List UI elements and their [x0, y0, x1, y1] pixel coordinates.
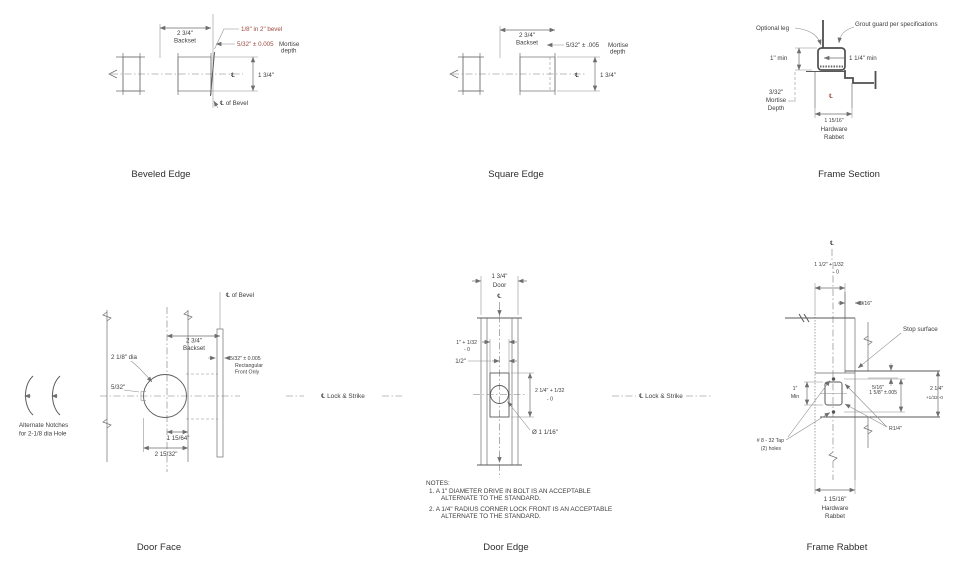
door-edge-drawing: 1 3/4" Door ℄ 1" + 1/32 - 0 1/2" 2 1/4" …: [455, 273, 564, 553]
tolerance-1-dim: 1" + 1/32: [456, 340, 477, 346]
frame-min-width: 1 1/4" min: [849, 55, 877, 62]
square-depth-word: depth: [610, 49, 626, 56]
dim-9-16: 9/16": [860, 301, 872, 307]
center-dim-label: 1 15/64": [167, 435, 190, 442]
dim-1-5-8: 1 5/8" ±.005: [869, 390, 897, 396]
frame-centerline-symbol: ℄: [829, 93, 833, 100]
front-label-2: Front Only: [235, 370, 260, 376]
corner-radius-label: R1/4": [889, 426, 902, 432]
frame-rabbet-dim: 1 15/16": [824, 118, 843, 124]
square-backset-label: Backset: [516, 40, 538, 47]
frame-min-height: 1" min: [770, 55, 788, 62]
square-thickness-dim: 1 3/4": [600, 72, 616, 79]
door-face-drawing: Alternate Notches for 2-1/8 dia Hole ℄ o…: [19, 292, 263, 553]
beveled-depth-word: depth: [281, 48, 297, 55]
frame-mortise-dim: 3/32": [769, 89, 783, 96]
frame-hardware-word: Hardware: [821, 126, 848, 133]
rabbet-bottom-dim: 1 15/16": [824, 496, 847, 503]
rabbet-top-tolerance-minus: - 0: [833, 270, 839, 276]
notes-block: NOTES: 1. A 1" DIAMETER DRIVE IN BOLT IS…: [426, 480, 612, 520]
alt-notches-label-1: Alternate Notches: [19, 422, 68, 429]
square-edge-linework: [449, 26, 600, 95]
rabbet-rabbet-word: Rabbet: [825, 513, 845, 520]
frame-section-drawing: Optional leg Grout guard per specificati…: [756, 20, 938, 180]
alternate-notches-symbol: [24, 375, 61, 416]
square-edge-drawing: 2 3/4" Backset 5/32" ± .005 Mortise dept…: [449, 26, 629, 180]
frame-rabbet-linework: [785, 249, 941, 494]
tap-hole-top: [831, 377, 836, 381]
square-mortise-dim: 5/32" ± .005: [566, 42, 600, 49]
note-2-line-1: 2. A 1/4" RADIUS CORNER LOCK FRONT IS AN…: [429, 506, 612, 513]
frame-rabbet-word: Rabbet: [824, 134, 844, 141]
note-1-line-1: 1. A 1" DIAMETER DRIVE IN BOLT IS AN ACC…: [429, 488, 591, 495]
min-dim-word: Min: [791, 394, 799, 400]
lock-strike-right-label: ℄ Lock & Strike: [639, 393, 683, 400]
door-word: Door: [493, 282, 506, 289]
beveled-backset-dim: 2 3/4": [177, 30, 193, 37]
frame-mortise-word: Mortise: [766, 97, 787, 104]
tap-hole-bottom: [831, 410, 836, 414]
edge-dim-label: 2 15/32": [155, 451, 178, 458]
tolerance-1-minus: - 0: [464, 347, 470, 353]
tap-label-1: # 8 - 32 Tap: [757, 438, 784, 444]
min-dim-value: 1": [793, 386, 798, 392]
half-dim-label: 1/2": [455, 358, 466, 365]
note-1-line-2: ALTERNATE TO THE STANDARD.: [441, 495, 541, 502]
square-centerline-symbol: ℄: [575, 72, 579, 79]
bolt-hole-dia-label: Ø 1 1/16": [532, 429, 558, 436]
lock-strike-left: ℄ Lock & Strike: [286, 393, 402, 400]
caption-frame-rabbet: Frame Rabbet: [807, 542, 868, 553]
door-edge-centerline-symbol: ℄: [498, 293, 502, 300]
tolerance-2-minus: - 0: [547, 397, 553, 403]
alt-notches-label-2: for 2-1/8 dia Hole: [19, 431, 67, 438]
beveled-mortise-dim: 5/32" ± 0.005: [237, 41, 274, 48]
caption-door-edge: Door Edge: [483, 542, 528, 553]
square-backset-dim: 2 3/4": [519, 32, 535, 39]
rabbet-top-tolerance: 1 1/2" + 1/32: [814, 262, 844, 268]
beveled-mortise-word: Mortise: [279, 41, 300, 48]
notch-dim-label: 5/32": [111, 384, 125, 391]
dim-5-16: 5/16": [872, 385, 884, 391]
dim-2-1-4-tolerance: +1/32 -0: [926, 395, 943, 400]
caption-frame-section: Frame Section: [818, 169, 880, 180]
caption-square-edge: Square Edge: [488, 169, 543, 180]
beveled-cl-of-bevel: ℄ of Bevel: [220, 100, 248, 107]
optional-leg-label: Optional leg: [756, 25, 790, 32]
front-label-1: Rectangular: [235, 363, 263, 369]
lock-strike-left-label: ℄ Lock & Strike: [321, 393, 365, 400]
beveled-thickness-dim: 1 3/4": [258, 72, 274, 79]
grout-guard-label: Grout guard per specifications: [855, 21, 938, 28]
door-edge-linework: [468, 276, 534, 478]
door-face-cl-of-bevel: ℄ of Bevel: [226, 292, 254, 299]
lock-strike-right: ℄ Lock & Strike: [612, 393, 712, 400]
frame-section-linework: [788, 20, 877, 118]
rabbet-centerline-symbol: ℄: [830, 240, 834, 247]
door-face-backset-label: Backset: [183, 345, 205, 352]
caption-door-face: Door Face: [137, 542, 181, 553]
rabbet-hardware-word: Hardware: [822, 505, 849, 512]
tolerance-2-dim: 2 1/4" + 1/32: [535, 388, 565, 394]
frame-rabbet-drawing: ℄ 1 1/2" + 1/32 - 0 9/16" Stop surface 5…: [757, 240, 944, 553]
door-width-dim: 1 3/4": [492, 273, 508, 280]
beveled-edge-linework: [108, 14, 258, 109]
frame-depth-word: Depth: [768, 105, 785, 112]
caption-beveled-edge: Beveled Edge: [131, 169, 190, 180]
lock-front-plate: [489, 372, 510, 418]
door-face-backset-dim: 2 3/4": [186, 338, 202, 345]
hole-diameter-label: 2 1/8" dia: [111, 354, 137, 361]
stop-surface-label: Stop surface: [903, 326, 938, 333]
bevel-note: 1/8" in 2" bevel: [241, 26, 282, 33]
square-mortise-word: Mortise: [608, 42, 629, 49]
tap-label-2: (2) holes: [761, 446, 782, 452]
door-face-linework: [100, 292, 240, 472]
beveled-edge-drawing: 2 3/4" Backset 1/8" in 2" bevel 5/32" ± …: [108, 14, 300, 180]
beveled-centerline-symbol: ℄: [231, 72, 235, 79]
beveled-backset-label: Backset: [174, 38, 196, 45]
notes-title: NOTES:: [426, 480, 450, 487]
front-dim-label: 5/32" ± 0.005: [230, 356, 261, 362]
dim-2-1-4: 2 1/4": [930, 386, 944, 392]
note-2-line-2: ALTERNATE TO THE STANDARD.: [441, 513, 541, 520]
